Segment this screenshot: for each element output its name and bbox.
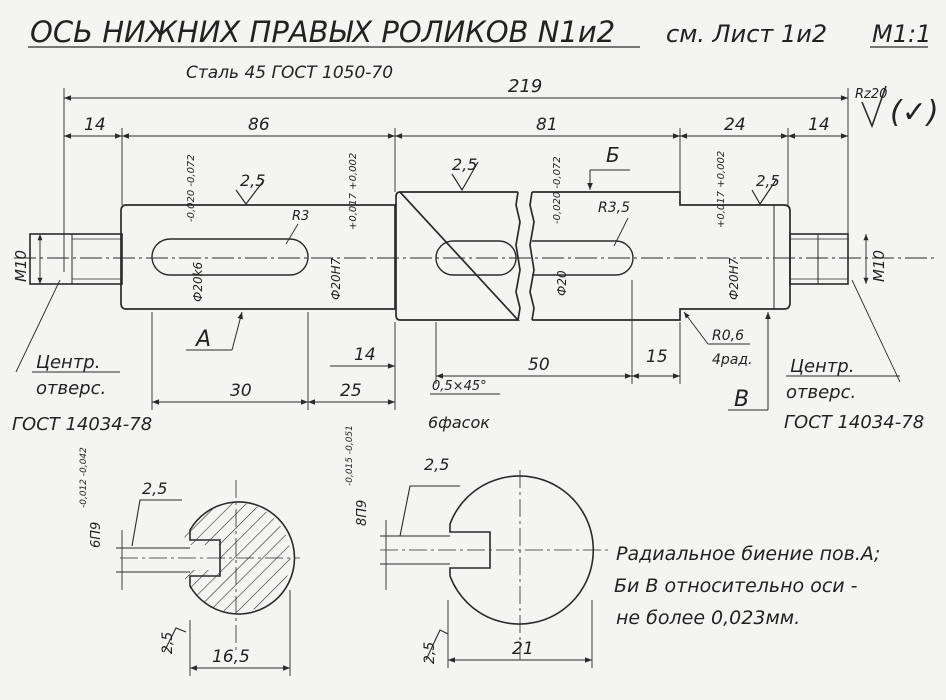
section2-roughness-b: 2,5 [422,642,438,664]
roughness-check-icon [861,85,887,129]
roughness-general-symbol: (✓) [890,95,939,130]
bottom-dimensions [151,280,681,410]
dim-total-length: 219 [508,76,542,97]
tol-2: +0,017 +0,002 [348,153,359,230]
section2-fit: 8П9 [355,500,370,526]
label-v: В [734,387,749,412]
chamfer-size: 0,5×45° [432,379,487,394]
radius-r3: R3 [292,209,309,224]
radius-count: 4рад. [712,352,753,368]
roughness-general: Rz20 [855,87,887,102]
label-b: Б [606,143,620,167]
section2-roughness: 2,5 [424,455,449,474]
roughness-tick-icon [235,179,265,206]
dim-81: 81 [536,115,558,135]
section-view-2 [380,470,610,668]
dim-25: 25 [340,381,362,401]
sheet-reference: см. Лист 1и2 [666,20,827,48]
technical-note: Радиальное биение пов.А; Би В относитель… [614,543,880,629]
drawing-scale: М1:1 [872,20,931,48]
dim-30: 30 [230,381,252,401]
fit-ф20h7-left: Ф20Н7 [329,257,343,300]
dim-left-end: 14 [84,115,106,135]
fit-ф20: Ф20 [555,270,569,296]
section1-width: 16,5 [212,647,250,667]
section1-roughness-b: 2,5 [160,632,176,654]
section2-width: 21 [512,639,534,659]
shaft-body [14,191,938,321]
dim-86: 86 [248,115,270,135]
section1-roughness: 2,5 [142,479,167,498]
center-hole-left: Центр. отверс. ГОСТ 14034-78 [12,279,152,435]
dim-50: 50 [528,355,550,375]
thread-left: М10 [12,250,30,282]
material-spec: Сталь 45 ГОСТ 1050-70 [186,63,393,83]
fit-ф20k6: Ф20k6 [191,261,205,302]
svg-text:Центр.: Центр. [36,352,100,373]
radius-r3-5: R3,5 [598,200,630,216]
roughness-right-journal: 2,5 [756,172,780,190]
fit-ф20h7-right: Ф20Н7 [727,257,741,300]
svg-text:Центр.: Центр. [790,356,854,377]
tol-3: -0,020 -0,072 [552,156,563,224]
radius-r0-6: R0,6 [712,328,744,344]
dim-14: 14 [354,345,376,365]
svg-text:Радиальное биение пов.А;: Радиальное биение пов.А; [616,543,880,565]
tol-4: +0,017 +0,002 [716,151,727,228]
svg-text:отверс.: отверс. [36,378,106,399]
svg-text:отверс.: отверс. [786,382,856,403]
chamfer-count: 6фасок [428,413,490,432]
section1-fit: 6П9 [89,522,104,548]
dim-15: 15 [646,347,668,367]
roughness-tick-icon [451,161,479,192]
dim-right-end: 14 [808,115,830,135]
section2-tol: -0,015 -0,051 [345,425,355,486]
tol-1: -0,020 -0,072 [186,154,197,222]
svg-text:ГОСТ 14034-78: ГОСТ 14034-78 [12,414,152,435]
center-hole-right: Центр. отверс. ГОСТ 14034-78 [784,279,924,433]
dim-24: 24 [724,115,746,135]
thread-right: М10 [870,250,888,282]
drawing-title: ОСЬ НИЖНИХ ПРАВЫХ РОЛИКОВ N1и2 [30,15,615,49]
svg-text:Би В относительно оси -: Би В относительно оси - [614,575,858,597]
roughness-journal: 2,5 [240,171,265,190]
roughness-collar: 2,5 [452,155,477,174]
svg-text:не более 0,023мм.: не более 0,023мм. [616,607,800,629]
label-a: А [194,327,211,352]
svg-text:ГОСТ 14034-78: ГОСТ 14034-78 [784,412,924,433]
section1-tol: -0,012 -0,042 [79,447,89,508]
roughness-tick-icon [751,179,777,206]
section-view-1 [116,480,300,676]
